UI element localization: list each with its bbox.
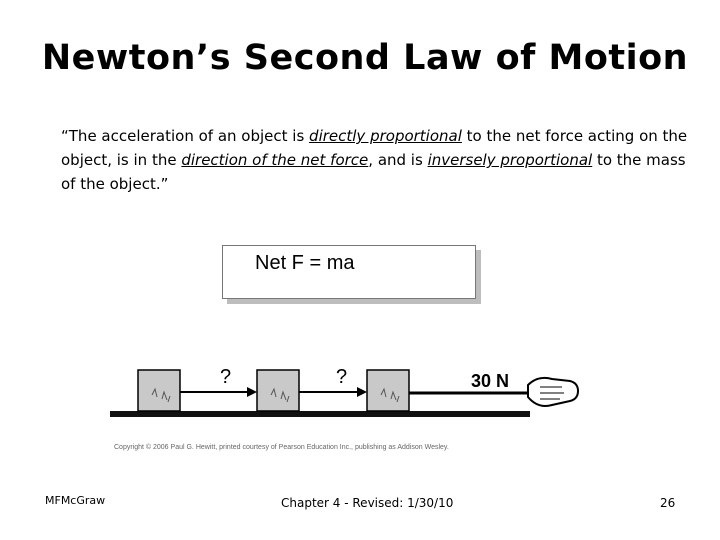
- footer-page-number: 26: [660, 496, 676, 510]
- hand-icon: [527, 376, 580, 407]
- link-arrow-1: [180, 387, 257, 397]
- link-arrow-2: [299, 387, 367, 397]
- force-label: 30 N: [471, 371, 509, 391]
- footer-author: MFMcGraw: [45, 494, 106, 507]
- arrow-label-2: ?: [336, 366, 347, 388]
- formula-box: Net F = ma: [222, 245, 476, 299]
- quote-part-4: to the mass of the object.”: [61, 151, 686, 193]
- footer-chapter: Chapter 4 - Revised: 1/30/10: [281, 496, 454, 510]
- quote-emphasis-inversely-proportional: inversely proportional: [427, 151, 593, 169]
- block-3: [366, 369, 410, 412]
- table-surface: [110, 411, 530, 417]
- figure-copyright: Copyright © 2006 Paul G. Hewitt, printed…: [114, 444, 449, 451]
- quote-part-1: “The acceleration of an object is: [61, 127, 310, 145]
- quote-part-2: to the net force acting on the object, i…: [61, 127, 688, 169]
- quote-emphasis-direction: direction of the net force: [181, 151, 369, 169]
- formula-text: Net F = ma: [255, 252, 355, 274]
- block-2: [256, 369, 300, 412]
- arrow-label-1: ?: [220, 366, 231, 388]
- quote-emphasis-directly-proportional: directly proportional: [309, 127, 462, 145]
- blocks-figure: ? ? 30 N: [110, 366, 580, 417]
- quote-part-3: , and is: [368, 151, 428, 169]
- block-1: [137, 369, 181, 412]
- law-quote: “The acceleration of an object is direct…: [61, 124, 691, 196]
- slide-title: Newton’s Second Law of Motion: [41, 38, 689, 78]
